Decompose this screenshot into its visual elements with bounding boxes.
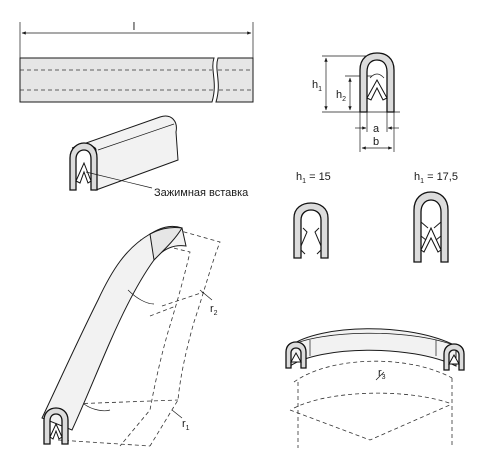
insert-caption: Зажимная вставка <box>154 187 249 199</box>
curved-top-end <box>149 227 183 262</box>
straight-profile-left <box>19 57 215 103</box>
h2-label: h2 <box>336 89 346 103</box>
straight-profile-right <box>215 57 254 103</box>
cross-section-dimensioned: h1 h2 a b <box>312 52 400 152</box>
a-label: a <box>373 123 380 135</box>
variant-h15-profile <box>293 202 329 259</box>
b-label: b <box>373 136 379 148</box>
perspective-profile: Зажимная вставка <box>69 115 249 199</box>
arch-hidden-upper <box>293 360 453 383</box>
curve-hidden-base <box>57 399 179 447</box>
r3-label: r3 <box>378 367 386 381</box>
variant-h17-5-fins <box>420 221 442 241</box>
h1-label: h1 <box>312 79 322 93</box>
curved-profile-vertical: r2 r1 <box>41 225 221 447</box>
variant-h17-5: h1 = 17,5 <box>413 171 458 263</box>
variant-h15: h1 = 15 <box>293 171 331 259</box>
arch-hidden-vee <box>289 403 453 441</box>
perspective-top-edge <box>97 123 175 151</box>
arch-top-edge <box>289 332 457 347</box>
profile-inner-lip <box>369 73 385 79</box>
variant-h17-5-label: h1 = 17,5 <box>414 171 458 185</box>
r2-leader <box>199 289 213 301</box>
variant-h15-label: h1 = 15 <box>296 171 331 185</box>
r1-label: r1 <box>182 418 190 432</box>
curved-end-insert <box>49 422 63 440</box>
curved-band-upper <box>127 289 155 305</box>
variant-h17-5-insert <box>420 226 442 253</box>
curved-body <box>41 225 187 431</box>
arch-end-right-insert <box>448 353 460 365</box>
curve-hidden-inner <box>119 239 191 447</box>
length-label: l <box>133 21 135 33</box>
variant-h15-fins <box>300 227 322 247</box>
curved-band-lower <box>83 403 111 412</box>
insert-leader-line <box>85 171 153 189</box>
r1-leader <box>171 409 183 419</box>
curved-profile-arch: r3 <box>285 328 465 448</box>
arch-hidden-lower <box>293 392 453 409</box>
straight-profile-view: l <box>19 21 254 103</box>
arch-end-left-insert <box>290 351 302 363</box>
r3-leader <box>375 371 385 381</box>
r2-label: r2 <box>210 303 218 317</box>
arch-hidden-sides <box>297 378 453 448</box>
arch-body <box>289 328 457 367</box>
variant-h17-5-profile <box>413 191 449 263</box>
perspective-clamp-insert <box>75 161 92 184</box>
profile-clamp-fins <box>366 78 388 101</box>
variant-h15-lips <box>300 249 322 255</box>
curve-hidden-mid <box>149 291 205 317</box>
curve-hidden-outer <box>149 227 221 447</box>
curved-end-profile <box>43 407 69 445</box>
perspective-end-face <box>69 142 98 191</box>
